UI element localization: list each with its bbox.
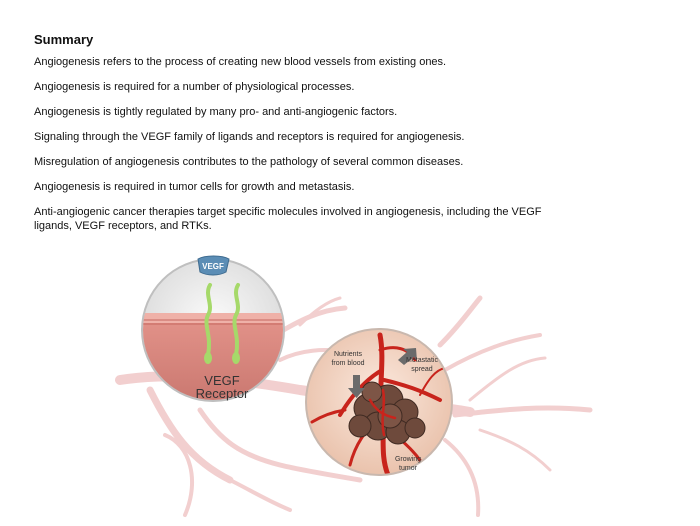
summary-point: Misregulation of angiogenesis contribute… bbox=[34, 156, 464, 168]
angiogenesis-illustration: VEGF VEGF Receptor bbox=[115, 255, 593, 517]
vegf-ligand-icon: VEGF bbox=[197, 255, 230, 276]
summary-point: Angiogenesis is tightly regulated by man… bbox=[34, 106, 398, 118]
nutrients-label-line2: from blood bbox=[331, 360, 364, 367]
summary-point: Signaling through the VEGF family of lig… bbox=[34, 131, 465, 143]
receptor-icon bbox=[204, 283, 240, 357]
summary-point: Angiogenesis refers to the process of cr… bbox=[34, 56, 447, 68]
growing-label-line1: Growing bbox=[395, 456, 421, 463]
receptor-label-line2: Receptor bbox=[196, 386, 249, 401]
summary-section: Summary Angiogenesis refers to the proce… bbox=[34, 32, 554, 244]
tumor-inset: Nutrients from blood Metastatic spread G… bbox=[305, 328, 453, 476]
receptor-label-line1: VEGF bbox=[204, 373, 239, 388]
summary-title: Summary bbox=[34, 32, 94, 47]
summary-point: Anti-angiogenic cancer therapies target … bbox=[34, 206, 542, 232]
vegf-label: VEGF bbox=[202, 262, 224, 271]
metastatic-label-line1: Metastatic bbox=[406, 357, 438, 364]
summary-point: Angiogenesis is required for a number of… bbox=[34, 81, 355, 93]
nutrients-arrow bbox=[348, 375, 365, 398]
tumor-mass bbox=[348, 381, 426, 445]
summary-point: Angiogenesis is required in tumor cells … bbox=[34, 181, 355, 193]
angiogenesis-figure: VEGF VEGF Receptor bbox=[0, 240, 700, 526]
metastatic-arrow bbox=[398, 348, 417, 365]
nutrients-label-line1: Nutrients bbox=[334, 351, 363, 358]
growing-label-line2: tumor bbox=[399, 465, 418, 472]
metastatic-label-line2: spread bbox=[411, 366, 433, 373]
